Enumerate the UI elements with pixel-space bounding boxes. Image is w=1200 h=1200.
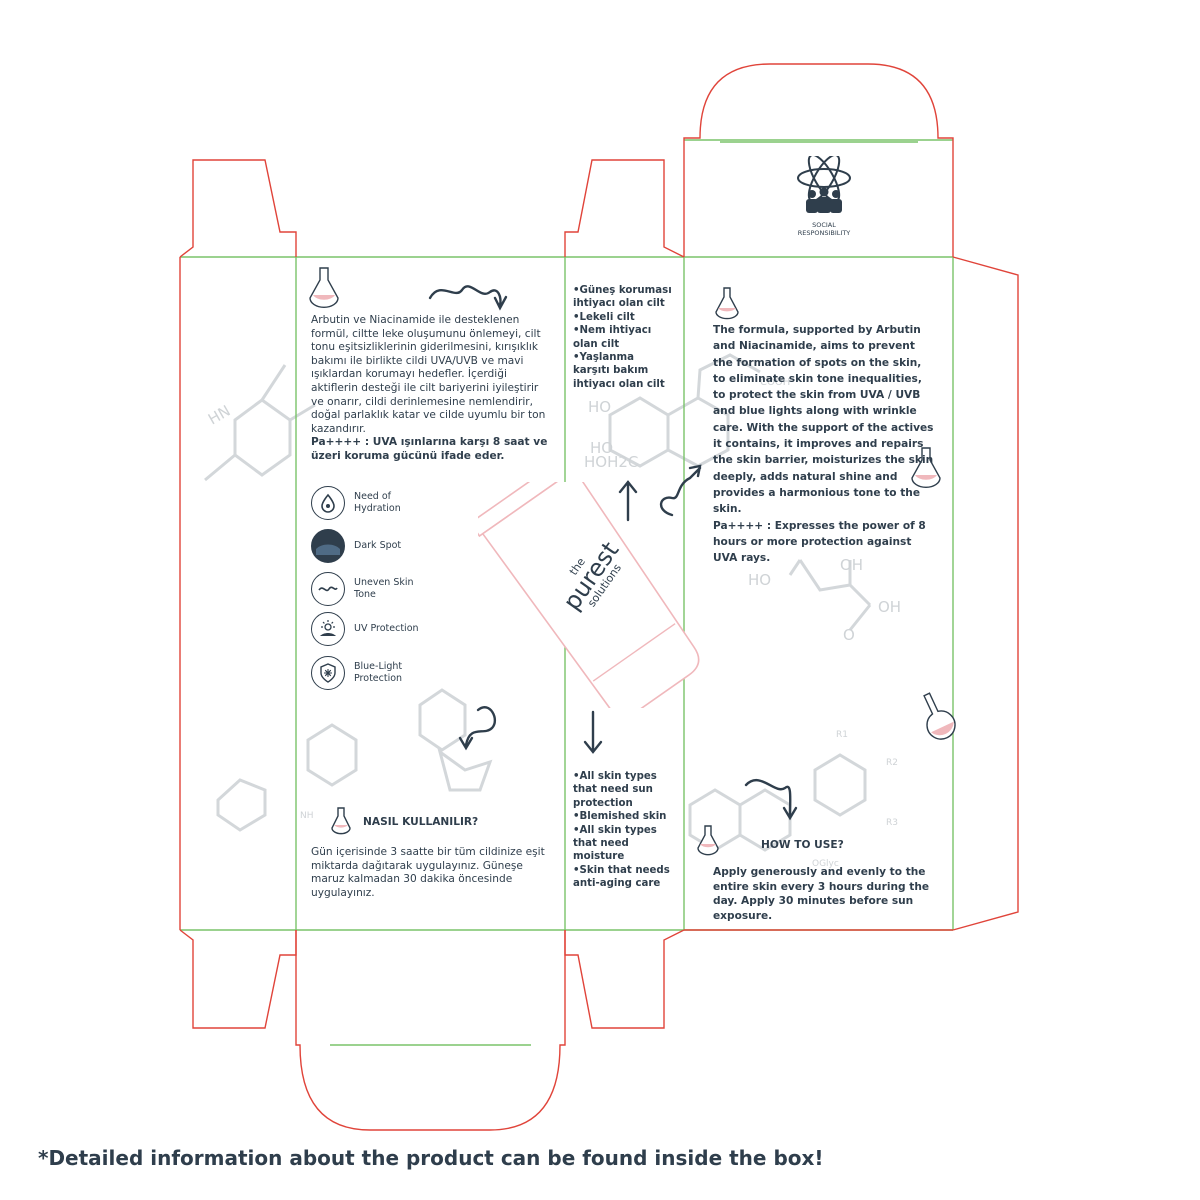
squiggle-arrow-top [428,285,502,307]
skin-types-tr: •Güneş koruması ihtiyacı olan cilt•Lekel… [573,284,673,391]
product-tube: the purest solutions [469,452,710,718]
feature-label: Blue-Light Protection [354,661,403,684]
skin-type-item-tr: •Lekeli cilt [573,311,635,323]
squiggle-arrow-right [744,778,792,817]
svg-text:HO: HO [588,398,611,416]
svg-text:R2: R2 [886,758,898,768]
squiggle-arrow-mid [659,466,702,517]
pa-note-tr: Pa++++ : UVA ışınlarına karşı 8 saat ve … [311,436,548,462]
chemical-labels: HO HO HOH2C HO OH OH O HN COOH OGlyc R1 … [205,377,901,869]
hydration-drop-icon [311,486,345,520]
social-responsibility-icon [797,154,851,213]
arrow-up [618,480,638,522]
chemical-structures [204,353,872,852]
skin-type-item-tr: •Nem ihtiyacı olan cilt [573,325,652,350]
social-responsibility-badge: SOCIAL RESPONSIBILITY [782,154,866,237]
svg-text:HN: HN [205,402,233,429]
uneven-tone-icon [311,572,345,606]
feature-row: Uneven Skin Tone [311,572,424,606]
skin-types-en: •All skin types that need sun protection… [573,770,673,891]
feature-label: Need of Hydration [354,491,401,514]
decor-arrows [428,285,798,821]
flask-icons [309,267,956,856]
arrow-down [583,710,603,754]
svg-text:R1: R1 [836,730,848,740]
uv-protection-icon [311,612,345,646]
feature-label: Uneven Skin Tone [354,577,414,600]
description-tr: Arbutin ve Niacinamide ile desteklenen f… [311,314,554,464]
svg-text:HO: HO [590,439,613,457]
description-tr-text: Arbutin ve Niacinamide ile desteklenen f… [311,314,546,435]
dark-spot-icon [311,529,345,563]
usage-heading-en: HOW TO USE? [761,839,844,851]
usage-en: Apply generously and evenly to the entir… [713,866,930,922]
skin-type-item-tr: •Yaşlanma karşıtı bakım ihtiyacı olan ci… [573,352,665,390]
description-en-text: The formula, supported by Arbutin and Ni… [713,324,934,516]
svg-text:R3: R3 [886,818,898,828]
svg-text:OGlyc: OGlyc [812,859,839,869]
svg-text:O: O [843,626,855,644]
feature-row: Need of Hydration [311,486,424,520]
feature-label: Dark Spot [354,540,402,551]
svg-text:NH: NH [300,811,314,821]
pa-note-en: Pa++++ : Expresses the power of 8 hours … [713,519,926,565]
svg-text:OH: OH [840,556,863,574]
svg-text:HO: HO [748,571,771,589]
usage-heading-tr: NASIL KULLANILIR? [363,816,479,828]
skin-type-item-en: •All skin types that need sun protection [573,771,657,809]
feature-label: UV Protection [354,623,419,634]
skin-type-item-en: •Skin that needs anti-aging care [573,864,670,890]
skin-type-item-en: •Blemished skin [573,811,667,823]
cut-lines [179,63,1019,1131]
feature-row: UV Protection [311,612,424,646]
social-responsibility-label: SOCIAL RESPONSIBILITY [797,221,851,237]
svg-text:HOH2C: HOH2C [584,453,638,471]
feature-row: Blue-Light Protection [311,656,424,690]
svg-text:OH: OH [878,598,901,616]
svg-text:COOH: COOH [760,377,790,388]
description-en: The formula, supported by Arbutin and Ni… [713,322,935,566]
skin-type-item-tr: •Güneş koruması ihtiyacı olan cilt [573,285,672,310]
squiggle-arrow-bottom [464,706,497,747]
footer-note: *Detailed information about the product … [38,1146,824,1170]
usage-tr: Gün içerisinde 3 saatte bir tüm cildiniz… [311,846,545,899]
feature-row: Dark Spot [311,529,424,563]
blue-light-icon [311,656,345,690]
skin-type-item-en: •All skin types that need moisture [573,824,657,863]
